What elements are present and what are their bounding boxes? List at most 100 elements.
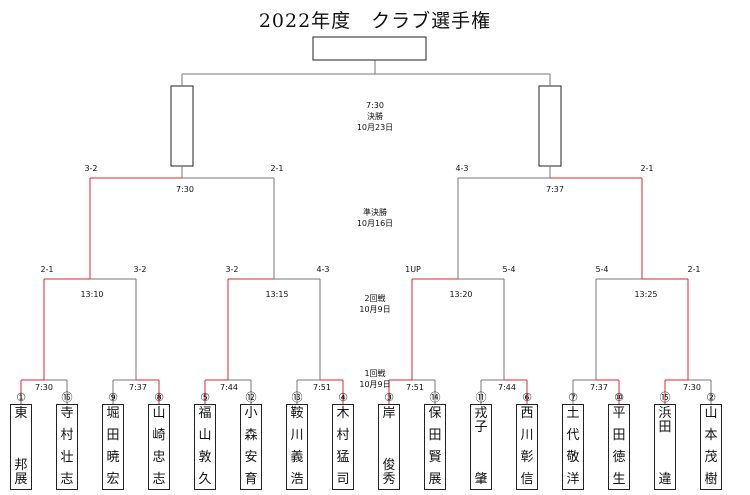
player-name-box: 山本茂樹 [700, 404, 722, 490]
player-name-char: 志 [60, 472, 74, 487]
player-name-char: 本 [704, 428, 718, 443]
final-date: 10月23日 [356, 123, 394, 132]
player-name-char: 田 [106, 428, 120, 443]
seed-number: ⑯ [61, 391, 73, 404]
r1-match-time: 7:37 [590, 383, 608, 392]
player-name-char: 木 [336, 406, 350, 421]
player-name-char: 育 [244, 472, 258, 487]
r1-match-time: 7:30 [35, 383, 53, 392]
player-name-char: 田 [428, 428, 442, 443]
player-name-box: 浜田違 [654, 404, 676, 490]
r2-score: 2-1 [40, 265, 54, 274]
player-name-char: 暁 [106, 450, 120, 465]
player-name-char: 猛 [336, 450, 350, 465]
player-name-box: 東邦展 [10, 404, 32, 490]
player-name-char: 子 [474, 420, 488, 435]
r1-match-time: 7:30 [683, 383, 701, 392]
player-name-char: 洋 [566, 472, 580, 487]
seed-number: ⑧ [154, 391, 164, 404]
r2-score: 5-4 [595, 265, 609, 274]
finalist-box [538, 85, 562, 167]
player-name-char: 森 [244, 428, 258, 443]
player-name-char: 小 [244, 406, 258, 421]
seed-number: ⑪ [475, 391, 487, 404]
player-name-box: 西川彰信 [516, 404, 538, 490]
player-name-box: 木村猛司 [332, 404, 354, 490]
player-name-char: 違 [658, 472, 672, 487]
player-name-box: 戎子肇 [470, 404, 492, 490]
player-name-char: 山 [198, 428, 212, 443]
player-name-char: 山 [704, 406, 718, 421]
seed-number: ⑨ [108, 391, 118, 404]
seed-number: ③ [384, 391, 394, 404]
r1-match-time: 7:44 [220, 383, 238, 392]
player-name-char: 司 [336, 472, 350, 487]
semi-match-time: 7:37 [546, 185, 564, 194]
player-name-char: 肇 [474, 472, 488, 487]
seed-number: ⑫ [245, 391, 257, 404]
player-name-char: 賢 [428, 450, 442, 465]
player-name-char: 浜 [658, 406, 672, 421]
semi-match-time: 7:30 [176, 185, 194, 194]
seed-number: ⑬ [291, 391, 303, 404]
r2-round-name: 2回戦 [364, 294, 386, 303]
player-name-char: 平 [612, 406, 626, 421]
page-title: 2022年度 クラブ選手権 [258, 10, 492, 32]
player-name-box: 岸俊秀 [378, 404, 400, 490]
player-name-char: 敬 [566, 450, 580, 465]
player-name-char: 代 [566, 428, 580, 443]
final-time: 7:30 [366, 101, 384, 110]
player-name-box: 堀田暁宏 [102, 404, 124, 490]
seed-number: ⑦ [568, 391, 578, 404]
player-name-char: 西 [520, 406, 534, 421]
seed-number: ⑥ [522, 391, 532, 404]
player-name-char: 川 [290, 428, 304, 443]
r1-match-time: 7:51 [313, 383, 331, 392]
player-name-char: 忠 [152, 450, 166, 465]
player-name-char: 鞍 [290, 406, 304, 421]
player-name-box: 寺村壮志 [56, 404, 78, 490]
seed-number: ⑭ [429, 391, 441, 404]
r2-score: 5-4 [502, 265, 516, 274]
player-name-char: 俊 [382, 458, 396, 473]
player-name-char: 邦 [14, 458, 28, 473]
r2-match-time: 13:20 [449, 290, 473, 299]
player-name-char: 保 [428, 406, 442, 421]
champion-box [312, 36, 427, 61]
seed-number: ⑤ [200, 391, 210, 404]
player-name-char: 敦 [198, 450, 212, 465]
finalist-box [170, 85, 194, 167]
r2-match-time: 13:10 [80, 290, 104, 299]
player-name-box: 保田賢展 [424, 404, 446, 490]
r1-match-time: 7:51 [406, 383, 424, 392]
player-entry: ⑤ 福山敦久 [194, 392, 216, 490]
r2-score: 2-1 [687, 265, 701, 274]
player-name-char: 田 [612, 428, 626, 443]
semi-round-name: 準決勝 [363, 208, 387, 217]
r1-match-time: 7:37 [129, 383, 147, 392]
player-name-char: 久 [198, 472, 212, 487]
player-name-char: 村 [336, 428, 350, 443]
player-name-char: 義 [290, 450, 304, 465]
r1-match-time: 7:44 [498, 383, 516, 392]
semi-score: 2-1 [270, 164, 284, 173]
player-name-char: 東 [14, 406, 28, 421]
r2-score: 3-2 [133, 265, 147, 274]
r1-date: 10月9日 [359, 380, 391, 389]
player-name-char: 崎 [152, 428, 166, 443]
player-name-char: 福 [198, 406, 212, 421]
player-name-box: 平田徳生 [608, 404, 630, 490]
